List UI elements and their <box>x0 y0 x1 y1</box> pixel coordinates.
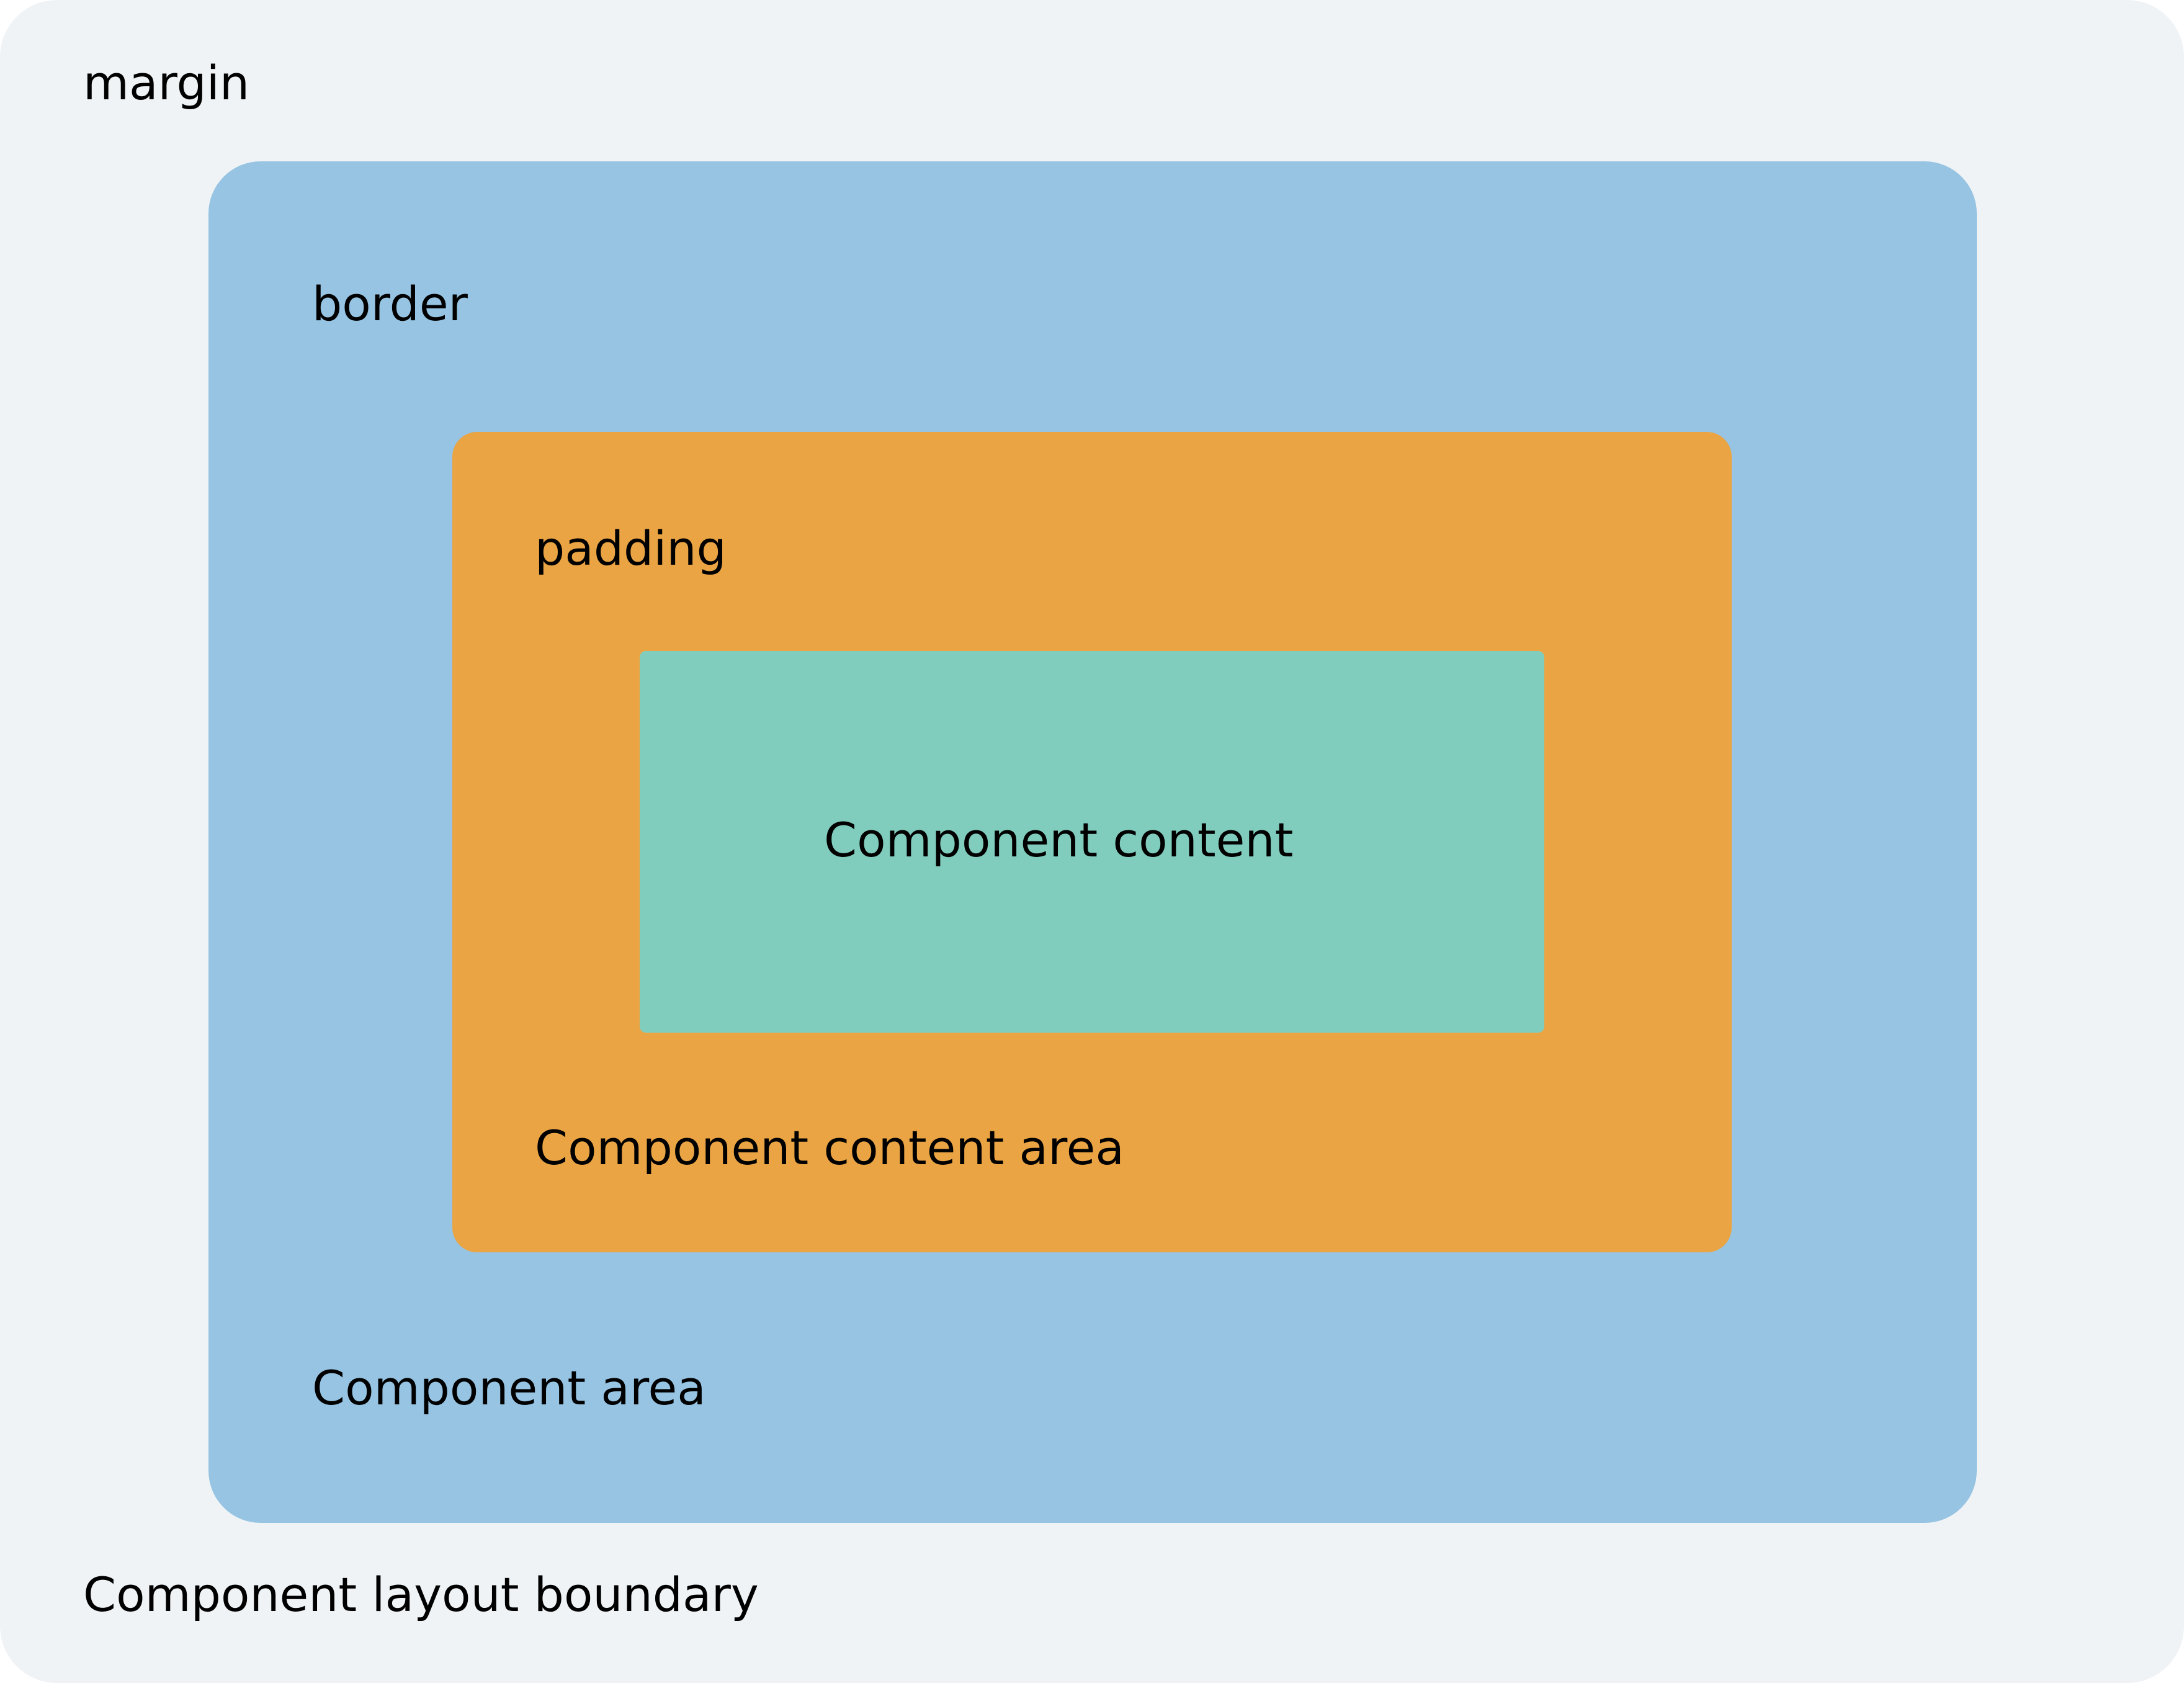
border-label: border <box>312 276 468 331</box>
component-area-label: Component area <box>312 1360 706 1416</box>
margin-label: margin <box>83 55 250 110</box>
padding-label: padding <box>535 521 727 576</box>
component-content-label: Component content <box>824 812 1294 868</box>
component-content-area-label: Component content area <box>535 1120 1124 1175</box>
component-layout-boundary-label: Component layout boundary <box>83 1567 759 1622</box>
component-content-box <box>640 651 1544 1033</box>
